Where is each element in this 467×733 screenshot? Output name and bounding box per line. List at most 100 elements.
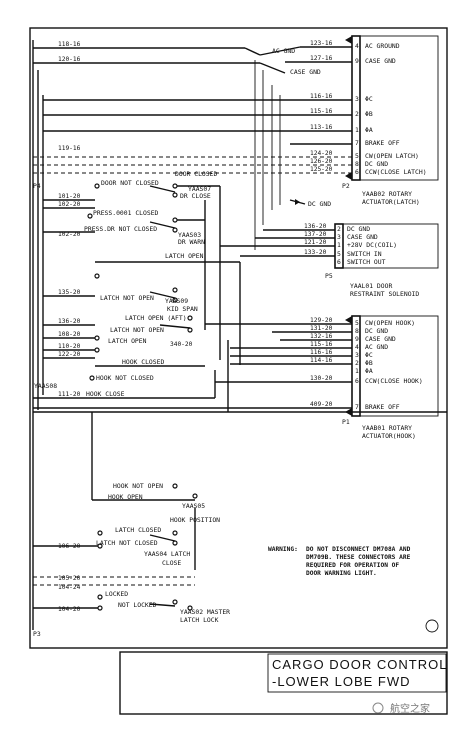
svg-text:HOOK OPEN: HOOK OPEN [108, 493, 143, 501]
svg-text:LATCH OPEN: LATCH OPEN [108, 337, 147, 345]
svg-text:6: 6 [355, 377, 359, 385]
svg-text:DC GND: DC GND [347, 225, 370, 233]
svg-text:LATCH OPEN: LATCH OPEN [165, 252, 204, 260]
svg-text:P2: P2 [342, 182, 350, 190]
svg-text:+28V DC(COIL): +28V DC(COIL) [347, 241, 397, 249]
svg-text:123-16: 123-16 [310, 40, 333, 47]
svg-text:AC GND: AC GND [272, 47, 295, 55]
svg-text:DM709B. THESE CONNECTORS ARE: DM709B. THESE CONNECTORS ARE [306, 554, 411, 561]
svg-text:DOOR NOT CLOSED: DOOR NOT CLOSED [101, 179, 159, 187]
plug-p4: P4 [33, 182, 41, 190]
svg-text:DC GND: DC GND [365, 327, 388, 335]
svg-text:102-20: 102-20 [58, 231, 81, 238]
svg-text:CASE GND: CASE GND [347, 233, 378, 241]
switch-yaas07: DOOR NOT CLOSED DOOR CLOSED YAAS07 DR CL… [43, 170, 221, 360]
svg-text:101-20: 101-20 [58, 193, 81, 200]
switch-yaas05: HOOK NOT OPEN HOOK OPEN YAAS05 HOOK POSI… [91, 412, 220, 524]
svg-text:8: 8 [355, 160, 359, 168]
svg-text:WARNING:: WARNING: [268, 546, 298, 553]
svg-text:2: 2 [355, 359, 359, 367]
svg-text:108-20: 108-20 [58, 331, 81, 338]
svg-text:106-20: 106-20 [58, 543, 81, 550]
svg-text:105-20: 105-20 [58, 575, 81, 582]
svg-text:5: 5 [355, 152, 359, 160]
svg-text:130-20: 130-20 [310, 375, 333, 382]
svg-text:LATCH LOCK: LATCH LOCK [180, 616, 219, 624]
svg-text:5: 5 [337, 250, 341, 258]
svg-text:121-20: 121-20 [304, 239, 327, 246]
svg-text:111-20: 111-20 [58, 391, 81, 398]
svg-text:9: 9 [355, 57, 359, 65]
svg-text:CW(OPEN LATCH): CW(OPEN LATCH) [365, 152, 419, 160]
case-gnd-symbol: CASE GND [259, 62, 321, 76]
svg-text:CLOSE: CLOSE [162, 559, 181, 567]
svg-text:航空之家: 航空之家 [390, 702, 430, 715]
svg-text:2: 2 [337, 225, 341, 233]
svg-text:136-20: 136-20 [304, 223, 327, 230]
svg-text:ΦA: ΦA [365, 367, 373, 375]
svg-text:104-24: 104-24 [58, 584, 81, 591]
svg-text:SWITCH OUT: SWITCH OUT [347, 258, 386, 266]
svg-text:YAAS09: YAAS09 [165, 297, 188, 305]
svg-text:DR WARN: DR WARN [178, 238, 205, 246]
svg-text:129-20: 129-20 [310, 317, 333, 324]
svg-text:BRAKE OFF: BRAKE OFF [365, 403, 400, 411]
svg-text:YAAS05: YAAS05 [182, 502, 205, 510]
svg-text:AC GROUND: AC GROUND [365, 42, 400, 50]
svg-text:126-20: 126-20 [310, 158, 333, 165]
svg-text:CASE GND: CASE GND [290, 68, 321, 76]
title-block: CARGO DOOR CONTROL -LOWER LOBE FWD [119, 651, 448, 715]
switch-yaas02: LOCKED NOT LOCKED YAAS02 MASTER LATCH LO… [33, 575, 230, 624]
svg-text:YAAS07: YAAS07 [188, 185, 211, 193]
svg-text:1: 1 [355, 367, 359, 375]
svg-text:DC GND: DC GND [308, 200, 331, 208]
svg-text:137-20: 137-20 [304, 231, 327, 238]
svg-text:ΦC: ΦC [365, 351, 373, 359]
svg-text:YAAB01 ROTARY: YAAB01 ROTARY [362, 424, 412, 432]
svg-text:YAAB02 ROTARY: YAAB02 ROTARY [362, 190, 412, 198]
svg-text:PRESS.DR NOT CLOSED: PRESS.DR NOT CLOSED [84, 225, 157, 233]
svg-text:LATCH OPEN (AFT): LATCH OPEN (AFT) [125, 314, 187, 322]
svg-text:BRAKE OFF: BRAKE OFF [365, 139, 400, 147]
svg-text:132-16: 132-16 [310, 333, 333, 340]
svg-text:125-20: 125-20 [310, 166, 333, 173]
svg-text:2: 2 [355, 110, 359, 118]
svg-text:YAAS02 MASTER: YAAS02 MASTER [180, 608, 230, 616]
svg-text:ΦC: ΦC [365, 95, 373, 103]
svg-text:DC GND: DC GND [365, 160, 388, 168]
svg-text:131-20: 131-20 [310, 325, 333, 332]
svg-text:115-16: 115-16 [310, 341, 333, 348]
svg-text:ΦA: ΦA [365, 126, 373, 134]
svg-text:CCW(CLOSE LATCH): CCW(CLOSE LATCH) [365, 168, 427, 176]
svg-text:122-20: 122-20 [58, 351, 81, 358]
svg-text:LATCH NOT CLOSED: LATCH NOT CLOSED [96, 539, 158, 547]
svg-text:DO NOT DISCONNECT DM708A AND: DO NOT DISCONNECT DM708A AND [306, 546, 411, 553]
svg-text:127-16: 127-16 [310, 55, 333, 62]
svg-text:114-16: 114-16 [310, 357, 333, 364]
svg-text:1: 1 [337, 241, 341, 249]
switch-yaas08: HOOK NOT CLOSED YAAS08 HOOK CLOSE 111-20 [33, 340, 335, 412]
svg-text:116-16: 116-16 [310, 93, 333, 100]
svg-text:YAAS04 LATCH: YAAS04 LATCH [144, 550, 190, 558]
svg-text:HOOK CLOSE: HOOK CLOSE [86, 390, 125, 398]
title-line-1: CARGO DOOR CONTROL [272, 657, 447, 672]
switch-yaas03: PRESS.0001 CLOSED PRESS.DR NOT CLOSED YA… [43, 200, 206, 330]
svg-text:3: 3 [355, 351, 359, 359]
wire-118-16: 118-16 [33, 41, 245, 49]
svg-text:LATCH CLOSED: LATCH CLOSED [115, 526, 161, 534]
svg-text:120-16: 120-16 [58, 56, 81, 63]
title-line-2: -LOWER LOBE FWD [272, 674, 411, 689]
svg-text:AC GND: AC GND [365, 343, 388, 351]
svg-text:CW(OPEN HOOK): CW(OPEN HOOK) [365, 319, 415, 327]
svg-text:CASE GND: CASE GND [365, 57, 396, 65]
svg-text:ΦB: ΦB [365, 110, 373, 118]
dc-gnd-symbol: DC GND [289, 199, 331, 208]
svg-text:124-20: 124-20 [310, 150, 333, 157]
wire-120-16: 120-16 [33, 56, 260, 64]
svg-text:CCW(CLOSE HOOK): CCW(CLOSE HOOK) [365, 377, 423, 385]
svg-text:P5: P5 [325, 272, 333, 280]
svg-text:113-16: 113-16 [310, 124, 333, 131]
svg-text:119-16: 119-16 [58, 145, 81, 152]
